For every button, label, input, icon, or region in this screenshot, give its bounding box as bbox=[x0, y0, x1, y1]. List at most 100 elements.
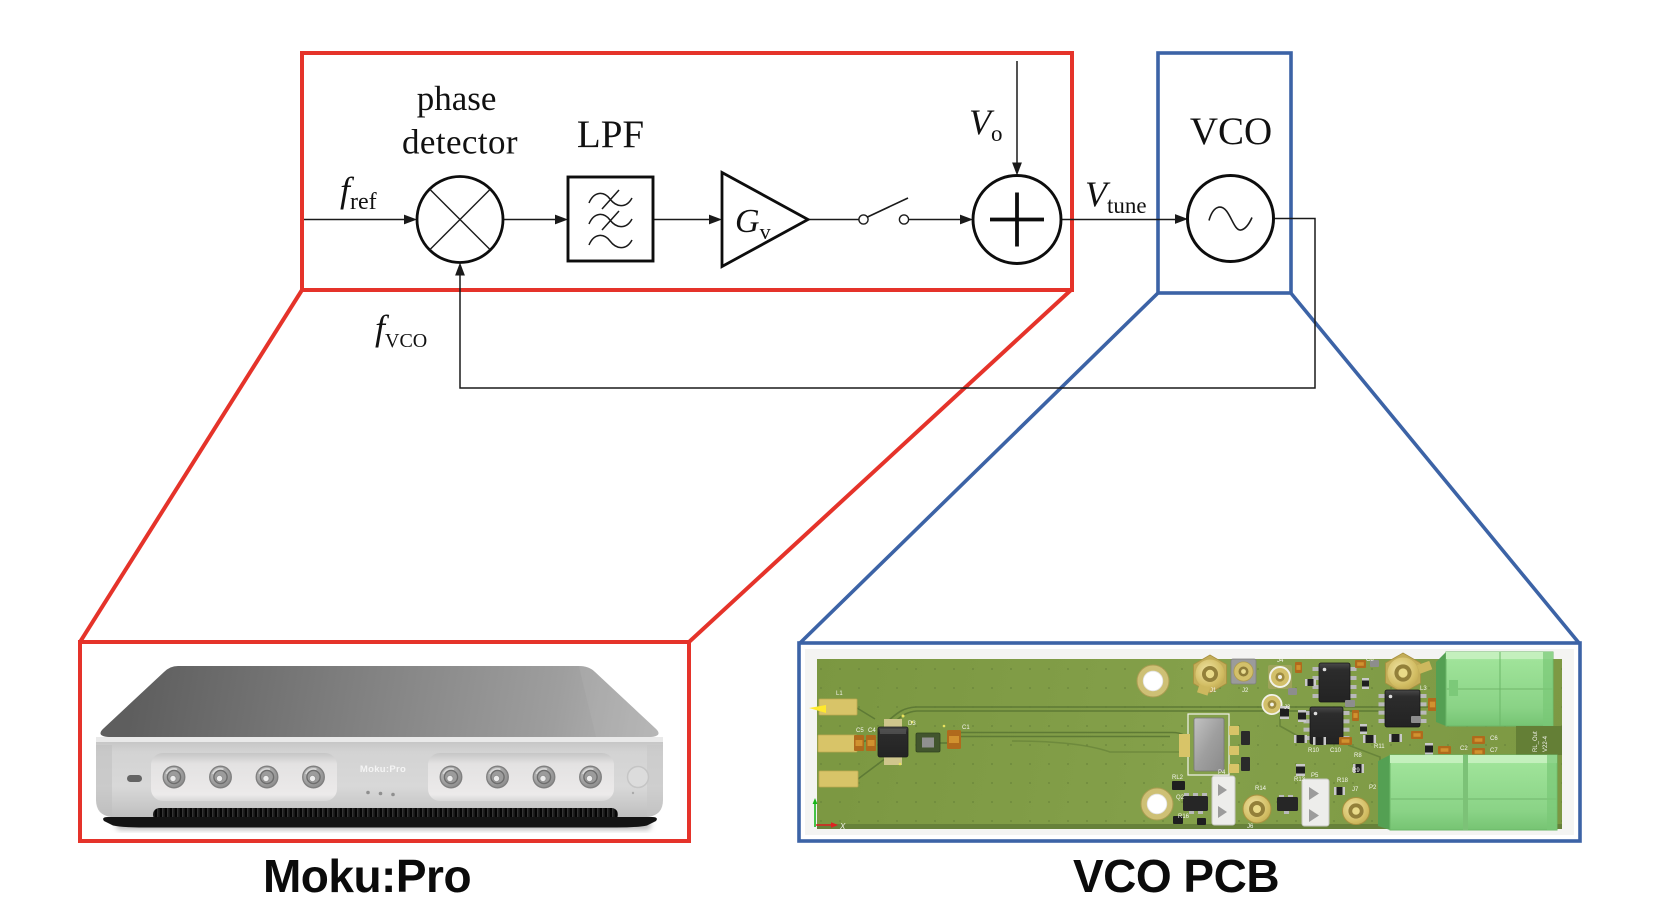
lpf-label: LPF bbox=[577, 113, 644, 156]
smd-passive bbox=[1472, 736, 1485, 744]
bnc-connector bbox=[579, 765, 602, 789]
moku-top-face bbox=[100, 666, 659, 737]
red-callout-line-right bbox=[687, 288, 1073, 644]
lpf-symbol bbox=[566, 175, 655, 263]
silkscreen-label: D3 bbox=[908, 721, 916, 727]
silkscreen-label: C6 bbox=[1490, 736, 1498, 742]
silkscreen-label: C8 bbox=[1366, 657, 1374, 663]
vco-symbol bbox=[1186, 174, 1275, 263]
blue-callout-line-right bbox=[1288, 290, 1581, 645]
silkscreen-label: J3 bbox=[1284, 705, 1291, 711]
smd-passive bbox=[1305, 679, 1316, 686]
silkscreen-label: C5 bbox=[856, 728, 864, 734]
red-callout-line-left bbox=[78, 288, 304, 644]
signal-wires bbox=[304, 61, 1316, 389]
smd-passive bbox=[1362, 678, 1369, 689]
smd-passive bbox=[1298, 710, 1306, 722]
smd-passive bbox=[1370, 660, 1379, 667]
switch-symbol bbox=[858, 197, 910, 225]
silkscreen-label: P2 bbox=[1369, 785, 1377, 791]
silkscreen-label: D4 bbox=[1305, 655, 1313, 661]
bnc-connector bbox=[302, 765, 325, 789]
silkscreen-label: R11 bbox=[1374, 744, 1385, 750]
smd-passive bbox=[1355, 660, 1366, 668]
soic-ic bbox=[1312, 662, 1357, 703]
moku-side-slot bbox=[127, 775, 142, 782]
moku-pro-photo: Moku:Pro bbox=[96, 666, 663, 830]
silkscreen-label: R14 bbox=[1255, 786, 1267, 792]
blue-callout-line-left bbox=[798, 290, 1161, 645]
arrowheads bbox=[404, 162, 1188, 276]
silkscreen-label: J7 bbox=[1352, 787, 1359, 793]
smd-passive bbox=[1280, 706, 1289, 719]
smd-passive bbox=[1334, 787, 1345, 795]
silkscreen-label: C4 bbox=[868, 728, 876, 734]
smd-passive bbox=[1411, 731, 1423, 739]
smd-passive bbox=[1294, 735, 1307, 743]
silkscreen-label: J6 bbox=[1247, 824, 1254, 830]
silkscreen-label: C2 bbox=[1460, 746, 1468, 752]
smd-passive bbox=[1353, 764, 1364, 773]
moku-bnc-connectors bbox=[162, 765, 602, 789]
silkscreen-label: R9 bbox=[1352, 768, 1360, 774]
silkscreen-label: R13 bbox=[1294, 777, 1306, 783]
moku-base bbox=[103, 817, 657, 828]
red-moku-frame bbox=[78, 640, 691, 843]
vco-label: VCO bbox=[1190, 110, 1272, 153]
blue-vco-frame bbox=[1156, 51, 1293, 295]
vco-pcb-photo: RL_Out V22-4 L1C5C4D3C1J1J2J4J3C8D4L3C10… bbox=[805, 649, 1574, 835]
smd-passive bbox=[1363, 735, 1376, 743]
smd-passive bbox=[1296, 764, 1305, 776]
smd-passive bbox=[1288, 688, 1297, 695]
moku-caption: Moku:Pro bbox=[263, 850, 471, 902]
bnc-connector bbox=[486, 765, 509, 789]
f-ref-label: fref bbox=[340, 170, 377, 215]
silkscreen-label: P5 bbox=[1311, 773, 1319, 779]
silkscreen-label: J4 bbox=[1277, 658, 1284, 664]
pcb-edge-label-1: RL_Out bbox=[1533, 731, 1539, 752]
feedback-wire bbox=[459, 217, 1316, 389]
silkscreen-label: R18 bbox=[1337, 778, 1349, 784]
silkscreen-label: R8 bbox=[1354, 753, 1362, 759]
gain-label: Gv bbox=[735, 203, 771, 244]
bnc-connector bbox=[532, 765, 556, 789]
pcb-sot-transistors bbox=[1172, 781, 1298, 825]
smd-passive bbox=[1389, 734, 1402, 742]
silkscreen-label: L1 bbox=[836, 691, 843, 697]
bnc-connector bbox=[439, 765, 463, 789]
pcb-caption: VCO PCB bbox=[1073, 850, 1279, 902]
smd-passive bbox=[1411, 716, 1421, 723]
pcb-yellow-marker bbox=[809, 705, 826, 713]
v-tune-label: Vtune bbox=[1085, 174, 1147, 218]
silkscreen-label: C7 bbox=[1490, 748, 1498, 754]
amplifier-symbol bbox=[720, 170, 811, 269]
bnc-connector bbox=[162, 765, 186, 789]
v-o-label: Vo bbox=[969, 102, 1003, 146]
pcb-axis-marker bbox=[812, 798, 838, 828]
moku-bnc-panel-right bbox=[428, 753, 614, 801]
pcb-terminal-blocks bbox=[1378, 651, 1562, 831]
f-vco-label: fVCO bbox=[375, 308, 427, 352]
moku-faceplate-brand: Moku:Pro bbox=[360, 764, 406, 775]
blue-pcb-frame bbox=[797, 641, 1582, 843]
pcb-mounting-holes bbox=[1136, 664, 1174, 821]
pcb-rf-connectors bbox=[1193, 652, 1433, 825]
smd-passive bbox=[1438, 746, 1451, 754]
silkscreen-label: C1 bbox=[962, 725, 970, 731]
silkscreen-label: Q2 bbox=[1176, 795, 1185, 801]
pll-block-diagram: phase detector LPF fref fVCO Vo Vtune Gv… bbox=[78, 51, 1582, 843]
silkscreen-label: C10 bbox=[1330, 748, 1342, 754]
smd-passive bbox=[1425, 743, 1433, 755]
pcb-edge-label-2: V22-4 bbox=[1543, 735, 1549, 752]
bnc-connector bbox=[209, 765, 232, 789]
pcb-white-connectors bbox=[1211, 775, 1330, 827]
silkscreen-label: R10 bbox=[1308, 748, 1320, 754]
silkscreen-label: P4 bbox=[1218, 770, 1226, 776]
silkscreen-label: R16 bbox=[1178, 814, 1190, 820]
mixer-symbol bbox=[415, 175, 505, 264]
smd-passive bbox=[1428, 698, 1437, 711]
pcb-left-components bbox=[854, 714, 961, 766]
